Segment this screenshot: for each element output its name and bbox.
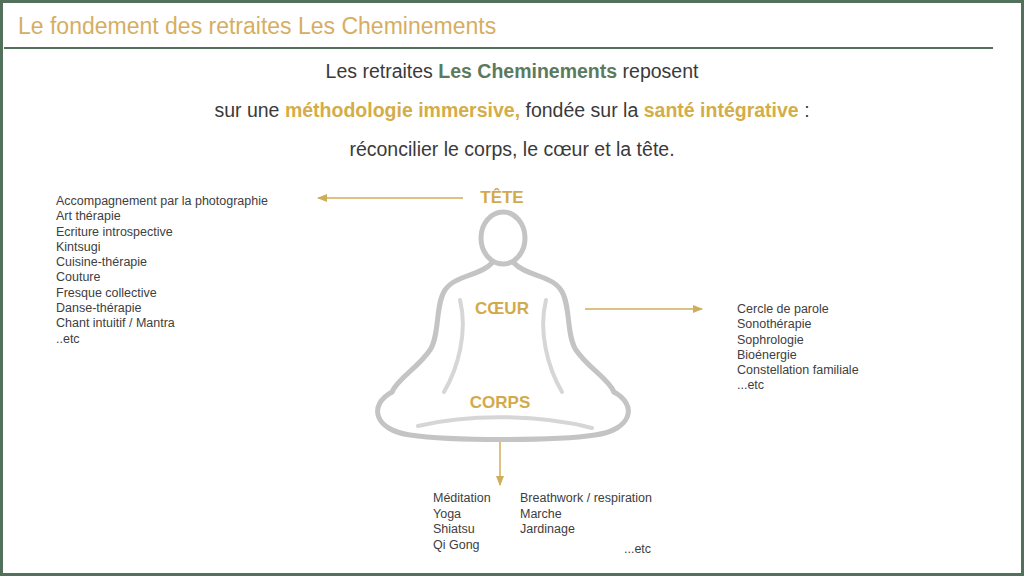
activity-item: ...etc — [737, 378, 932, 393]
figure-left-arm — [392, 263, 492, 392]
head-label: TÊTE — [463, 188, 541, 208]
figure-right-arm — [514, 263, 614, 392]
intro-line: sur une méthodologie immersive, fondée sur… — [0, 99, 1024, 122]
activity-item: Ecriture introspective — [56, 225, 318, 240]
title-rule — [4, 47, 993, 49]
highlight-text: méthodologie immersive, — [285, 99, 520, 122]
activity-item: Fresque collective — [56, 286, 318, 301]
arrow-connector — [318, 197, 463, 199]
activity-item: Qi Gong — [433, 538, 480, 554]
activity-item: Constellation familiale — [737, 363, 932, 378]
activity-item: Sophrologie — [737, 333, 932, 348]
intro-text: fondée sur la — [526, 99, 639, 122]
section-label: TÊTE — [463, 188, 541, 208]
activity-item: Méditation — [433, 491, 491, 507]
figure-head — [481, 212, 525, 264]
intro-line: réconcilier le corps, le cœur et la tête… — [0, 138, 1024, 161]
activity-item: Marche — [520, 507, 562, 523]
figure-torso-right — [543, 300, 562, 392]
intro-text: Les retraites — [326, 60, 433, 83]
slide-title: Le fondement des retraites Les Chemineme… — [18, 13, 496, 40]
intro-text: réconcilier le corps, le cœur et la tête… — [349, 138, 674, 161]
activity-list: MéditationYogaShiatsuQi Gong Breathwork /… — [420, 485, 700, 567]
activity-item: Breathwork / respiration — [520, 491, 652, 507]
activity-item: Chant intuitif / Mantra — [56, 316, 318, 331]
activity-item: Jardinage — [520, 522, 575, 538]
activity-item: Danse-thérapie — [56, 301, 318, 316]
arrow-connector — [499, 442, 501, 485]
figure-torso-left — [444, 300, 463, 392]
intro-text: reposent — [623, 60, 699, 83]
activity-list: Cercle de paroleSonothérapieSophrologieB… — [702, 302, 932, 394]
arrow-connector — [585, 308, 702, 310]
activity-item: Shiatsu — [433, 522, 475, 538]
highlight-text: santé intégrative — [644, 99, 799, 122]
activity-item: Yoga — [433, 507, 461, 523]
section-label: CORPS — [440, 393, 560, 413]
activity-item: ...etc — [624, 542, 651, 558]
activity-item: Accompagnement par la photographie — [56, 194, 318, 209]
activity-item: Bioénergie — [737, 348, 932, 363]
activity-item: Sonothérapie — [737, 317, 932, 332]
highlight-text: Les Cheminements — [438, 60, 617, 83]
intro-text: : — [804, 99, 809, 122]
activity-list: Accompagnement par la photographieArt th… — [56, 194, 318, 347]
figure-crossed-leg — [418, 417, 592, 428]
activity-item: Couture — [56, 270, 318, 285]
section-label: CŒUR — [419, 299, 585, 319]
activity-item: Kintsugi — [56, 240, 318, 255]
intro-text: sur une — [214, 99, 279, 122]
activity-item: Cercle de parole — [737, 302, 932, 317]
body-label: CORPS — [440, 393, 560, 442]
activity-item: Art thérapie — [56, 209, 318, 224]
intro-line: Les retraitesLes Cheminements reposent — [0, 60, 1024, 83]
heart-label: CŒUR — [419, 299, 585, 319]
figure-legs — [378, 392, 629, 440]
activity-item: ..etc — [56, 332, 318, 347]
activity-item: Cuisine-thérapie — [56, 255, 318, 270]
meditation-figure — [378, 212, 629, 440]
